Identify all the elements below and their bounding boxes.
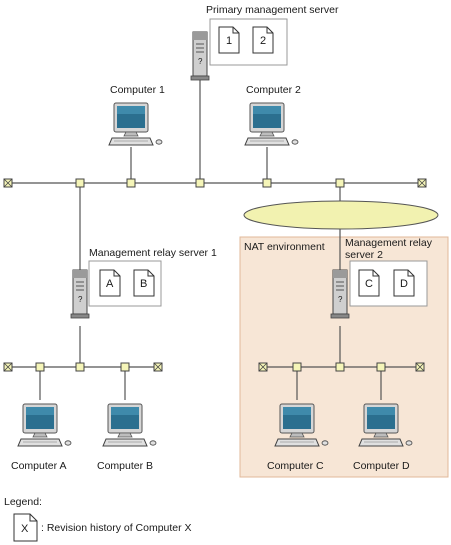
computer-2-icon [244,102,299,146]
terminator-icon [153,362,163,372]
terminator-icon [258,362,268,372]
computer-c-label: Computer C [267,460,324,472]
network-node [120,362,130,372]
computer-b-icon [102,403,157,447]
computer-d-label: Computer D [353,460,410,472]
computer-2-label: Computer 2 [246,84,301,96]
terminator-icon [415,362,425,372]
computer-a-icon [17,403,72,447]
legend-symbol: X [21,523,29,535]
server-icon [190,31,210,81]
relay-server-1-label: Management relay server 1 [89,247,217,259]
terminator-icon [417,178,427,188]
relay-2-doc-c: C [365,278,373,290]
relay-1-doc-b: B [140,278,147,290]
computer-b-label: Computer B [97,460,153,472]
primary-doc-2: 2 [260,35,266,47]
relay-2-doc-d: D [400,278,408,290]
relay-server-2-label-line1: Management relay [345,237,433,249]
network-node [75,178,85,188]
network-node [376,362,386,372]
relay-1-doc-a: A [106,278,114,290]
network-node [335,178,345,188]
computer-1-icon [108,102,163,146]
computer-1-label: Computer 1 [110,84,165,96]
legend-title: Legend: [4,496,42,508]
network-node [126,178,136,188]
network-node [195,178,205,188]
nat-environment-label: NAT environment [244,241,325,253]
network-node [35,362,45,372]
terminator-icon [3,362,13,372]
computer-a-label: Computer A [11,460,66,472]
server-icon [330,269,350,319]
primary-server-label: Primary management server [206,4,339,16]
server-icon [70,269,90,319]
primary-doc-1: 1 [226,35,232,47]
network-node [335,362,345,372]
relay-server-2-label-line2: server 2 [345,249,383,261]
terminator-icon [3,178,13,188]
legend-document-icon [13,513,38,542]
network-node [262,178,272,188]
legend-description: : Revision history of Computer X [41,522,192,534]
network-node [75,362,85,372]
network-node [292,362,302,372]
nat-router-cloud [243,200,439,230]
